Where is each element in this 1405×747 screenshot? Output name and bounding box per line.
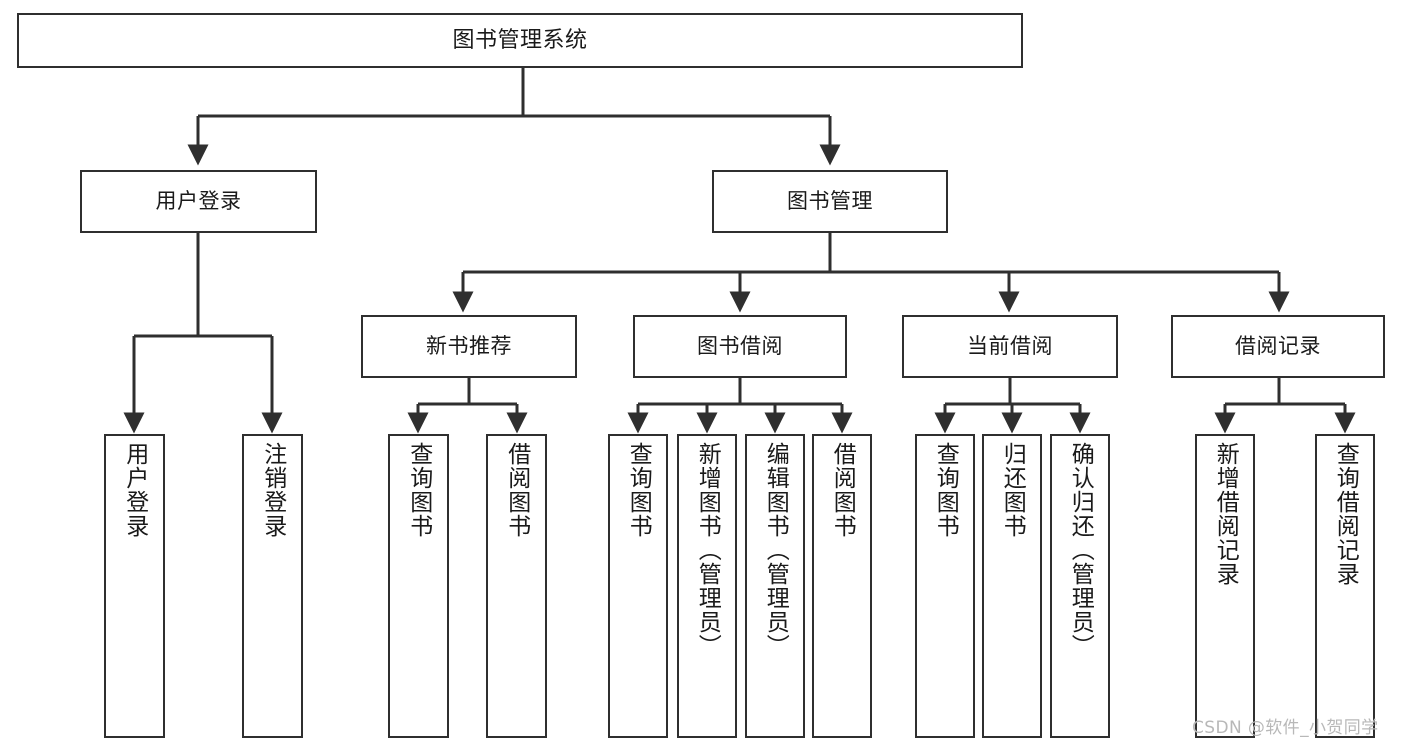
- node-leaf-logout-label: 注销登录: [259, 442, 286, 538]
- node-new-book-recommendation[interactable]: 新书推荐: [361, 315, 577, 378]
- node-user-login[interactable]: 用户登录: [80, 170, 317, 233]
- node-leaf-add-book-label: 新增图书（管理员）: [694, 442, 721, 658]
- node-book-management[interactable]: 图书管理: [712, 170, 948, 233]
- node-book-borrow[interactable]: 图书借阅: [633, 315, 847, 378]
- node-leaf-borrow-book-recommend-label: 借阅图书: [503, 442, 530, 538]
- node-leaf-query-book-current[interactable]: 查询图书: [915, 434, 975, 738]
- node-leaf-query-book-recommend[interactable]: 查询图书: [388, 434, 449, 738]
- node-borrow-record-label: 借阅记录: [1235, 334, 1321, 359]
- node-book-borrow-label: 图书借阅: [697, 334, 783, 359]
- node-leaf-user-login-label: 用户登录: [121, 442, 148, 538]
- node-current-borrow[interactable]: 当前借阅: [902, 315, 1118, 378]
- node-leaf-return-book[interactable]: 归还图书: [982, 434, 1042, 738]
- node-root[interactable]: 图书管理系统: [17, 13, 1023, 68]
- node-leaf-query-book-borrow[interactable]: 查询图书: [608, 434, 668, 738]
- node-leaf-query-borrow-record[interactable]: 查询借阅记录: [1315, 434, 1375, 738]
- node-user-login-label: 用户登录: [155, 189, 242, 214]
- node-leaf-borrow-book-recommend[interactable]: 借阅图书: [486, 434, 547, 738]
- node-leaf-confirm-return[interactable]: 确认归还（管理员）: [1050, 434, 1110, 738]
- node-current-borrow-label: 当前借阅: [967, 334, 1053, 359]
- node-leaf-query-book-borrow-label: 查询图书: [625, 442, 652, 538]
- node-borrow-record[interactable]: 借阅记录: [1171, 315, 1385, 378]
- node-leaf-return-book-label: 归还图书: [999, 442, 1026, 538]
- node-leaf-query-borrow-record-label: 查询借阅记录: [1332, 442, 1359, 586]
- node-leaf-logout[interactable]: 注销登录: [242, 434, 303, 738]
- node-book-management-label: 图书管理: [787, 189, 873, 214]
- node-leaf-borrow-book-label: 借阅图书: [829, 442, 856, 538]
- node-leaf-borrow-book[interactable]: 借阅图书: [812, 434, 872, 738]
- node-leaf-edit-book-label: 编辑图书（管理员）: [762, 442, 789, 658]
- node-leaf-add-borrow-record[interactable]: 新增借阅记录: [1195, 434, 1255, 738]
- node-leaf-user-login[interactable]: 用户登录: [104, 434, 165, 738]
- node-new-book-recommendation-label: 新书推荐: [426, 334, 512, 359]
- node-leaf-add-book[interactable]: 新增图书（管理员）: [677, 434, 737, 738]
- node-leaf-add-borrow-record-label: 新增借阅记录: [1212, 442, 1239, 586]
- node-leaf-query-book-current-label: 查询图书: [932, 442, 959, 538]
- node-leaf-edit-book[interactable]: 编辑图书（管理员）: [745, 434, 805, 738]
- node-root-label: 图书管理系统: [452, 27, 588, 53]
- node-leaf-confirm-return-label: 确认归还（管理员）: [1067, 442, 1094, 658]
- node-leaf-query-book-recommend-label: 查询图书: [405, 442, 432, 538]
